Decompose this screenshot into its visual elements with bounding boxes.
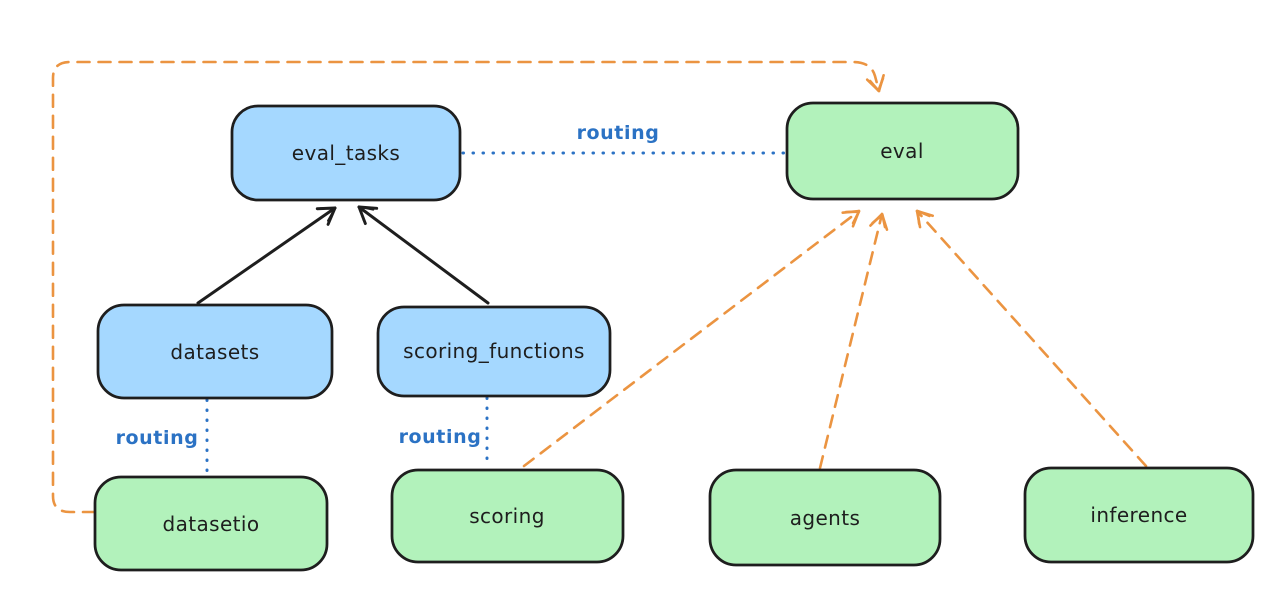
arrow-scoring-functions-to-eval-tasks [357, 205, 490, 305]
node-agents-box [708, 468, 942, 567]
node-scoring-label: scoring [469, 504, 545, 528]
node-eval-tasks-label: eval_tasks [292, 141, 400, 165]
routing-label-eval-tasks-eval: routing [577, 122, 660, 144]
node-inference-label: inference [1090, 503, 1187, 527]
routing-label-scoring-functions-scoring: routing [399, 426, 482, 448]
node-datasets-label: datasets [170, 340, 259, 364]
node-datasets: datasets [96, 303, 334, 400]
arrow-inference-to-eval [915, 209, 1148, 468]
node-datasetio: datasetio [93, 475, 329, 572]
routing-label-datasets-datasetio: routing [116, 427, 199, 449]
arrow-datasetio-to-eval [51, 60, 885, 514]
node-eval-box [785, 101, 1020, 201]
node-datasets-box [96, 303, 334, 400]
arrow-scoring-to-eval [522, 209, 861, 468]
node-agents-label: agents [790, 506, 861, 530]
node-inference-box [1023, 466, 1255, 564]
node-datasetio-label: datasetio [162, 512, 259, 536]
node-scoring-box [390, 468, 625, 564]
arrow-agents-to-eval [818, 212, 889, 470]
node-scoring-functions: scoring_functions [376, 305, 612, 398]
node-datasetio-box [93, 475, 329, 572]
node-eval-tasks-box [230, 104, 462, 202]
node-scoring: scoring [390, 468, 625, 564]
node-scoring-functions-box [376, 305, 612, 398]
node-scoring-functions-label: scoring_functions [403, 339, 585, 363]
node-agents: agents [708, 468, 942, 567]
node-eval-label: eval [880, 139, 924, 163]
arrow-datasets-to-eval-tasks [196, 206, 337, 305]
node-eval: eval [785, 101, 1020, 201]
node-inference: inference [1023, 466, 1255, 564]
node-eval-tasks: eval_tasks [230, 104, 462, 202]
